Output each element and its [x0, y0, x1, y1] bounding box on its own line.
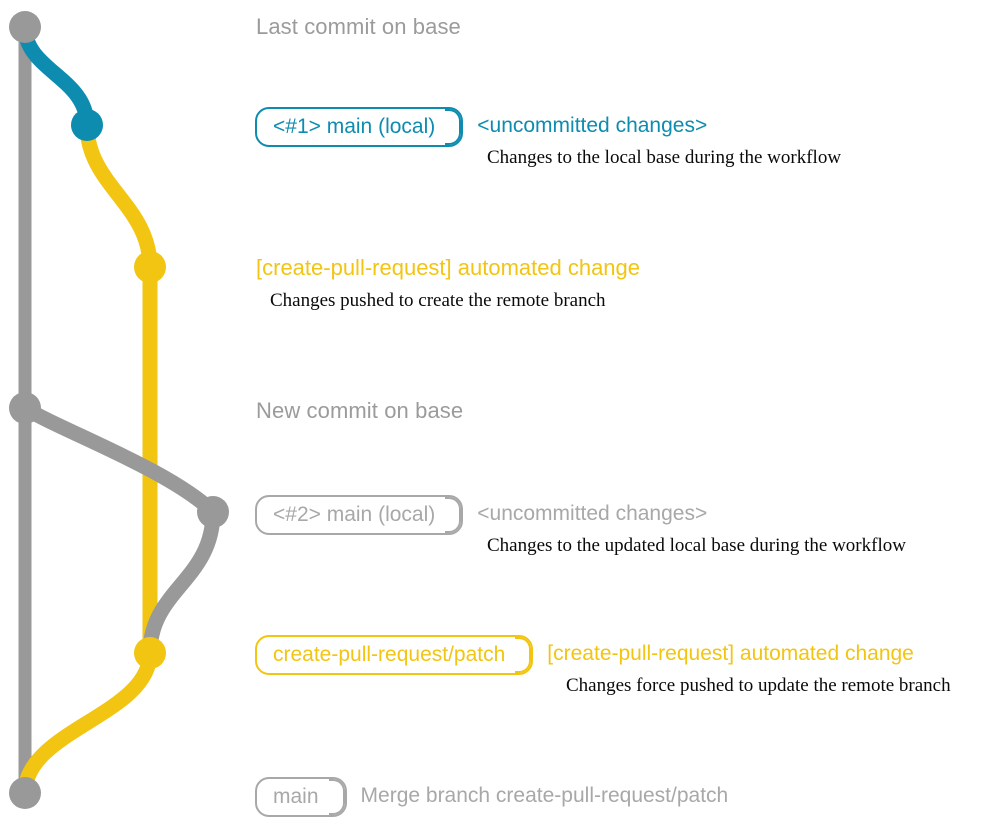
commit-subject-local-2: <uncommitted changes>	[477, 502, 708, 525]
commit-node-remote-1[interactable]	[134, 251, 166, 283]
entry-local-2: <#2> main (local) <uncommitted changes>	[255, 495, 707, 535]
ref-badge-main-label: main	[255, 777, 347, 817]
ref-badge-local-1-label: <#1> main (local)	[255, 107, 464, 147]
commit-node-last-base[interactable]	[9, 11, 41, 43]
updated-local-merge-line	[142, 504, 221, 661]
commit-subject-merge-main: Merge branch create-pull-request/patch	[360, 784, 729, 807]
commit-node-remote-2[interactable]	[134, 637, 166, 669]
ref-badge-remote-2[interactable]: create-pull-request/patch	[255, 635, 534, 675]
commit-subject-remote-1: [create-pull-request] automated change	[256, 255, 641, 280]
commit-subject-local-1: <uncommitted changes>	[477, 114, 708, 137]
remote-merge-line	[17, 645, 158, 801]
local-branch-line-1	[17, 19, 95, 133]
commit-note-remote-1: Changes pushed to create the remote bran…	[270, 290, 606, 311]
commit-node-new-base[interactable]	[9, 392, 41, 424]
commit-note-local-1: Changes to the local base during the wor…	[487, 147, 842, 168]
entry-local-1: <#1> main (local) <uncommitted changes>	[255, 107, 707, 147]
ref-badge-local-1[interactable]: <#1> main (local)	[255, 107, 464, 147]
updated-local-branch-line	[17, 400, 221, 520]
commit-note-local-2: Changes to the updated local base during…	[487, 535, 906, 556]
remote-branch-line-1	[79, 117, 158, 661]
entry-merge-main: main Merge branch create-pull-request/pa…	[255, 777, 728, 817]
commit-node-merge-main[interactable]	[9, 777, 41, 809]
commit-note-remote-2: Changes force pushed to update the remot…	[566, 675, 951, 696]
ref-badge-local-2[interactable]: <#2> main (local)	[255, 495, 464, 535]
heading-last-commit-on-base: Last commit on base	[256, 14, 461, 39]
commit-node-local-1[interactable]	[71, 109, 103, 141]
heading-new-commit-on-base: New commit on base	[256, 398, 464, 423]
commit-node-local-2[interactable]	[197, 496, 229, 528]
commit-subject-remote-2: [create-pull-request] automated change	[547, 642, 914, 665]
entry-remote-2: create-pull-request/patch [create-pull-r…	[255, 635, 914, 675]
ref-badge-main[interactable]: main	[255, 777, 347, 817]
ref-badge-local-2-label: <#2> main (local)	[255, 495, 464, 535]
ref-badge-remote-2-label: create-pull-request/patch	[255, 635, 534, 675]
